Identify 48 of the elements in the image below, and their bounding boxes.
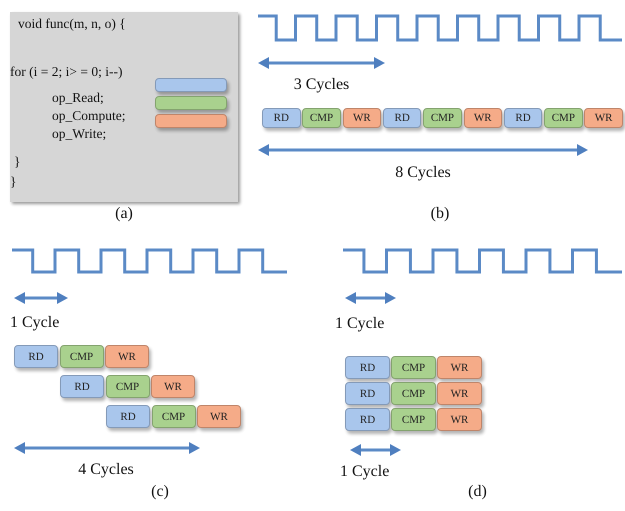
operation-block: WR <box>437 356 482 379</box>
operation-block: CMP <box>60 345 104 368</box>
operation-block: WR <box>151 375 195 398</box>
operation-block: CMP <box>302 108 341 128</box>
panel-caption: (c) <box>150 483 170 501</box>
operation-block: RD <box>345 356 390 379</box>
operation-block: RD <box>345 382 390 405</box>
operation-block: RD <box>14 345 58 368</box>
code-line: for (i = 2; i> = 0; i--) <box>10 64 122 80</box>
panel-caption: (d) <box>467 483 488 501</box>
operation-block: RD <box>382 108 422 128</box>
color-block <box>155 114 227 128</box>
color-block <box>155 96 227 110</box>
operation-block: CMP <box>391 408 436 431</box>
operation-block: WR <box>464 108 502 128</box>
operation-block: CMP <box>544 108 583 128</box>
operation-block: WR <box>437 382 482 405</box>
code-panel <box>10 12 238 202</box>
code-line: void func(m, n, o) { <box>18 16 126 32</box>
panel-caption: (b) <box>430 205 450 223</box>
panel-caption: (a) <box>114 205 134 223</box>
code-line: } <box>10 174 16 190</box>
operation-block: WR <box>584 108 623 128</box>
operation-block: CMP <box>152 405 196 428</box>
operation-block: WR <box>342 108 382 128</box>
operation-block: CMP <box>391 382 436 405</box>
dimension-label: 1 Cycle <box>340 463 390 481</box>
operation-block: RD <box>106 405 150 428</box>
operation-block: RD <box>262 108 300 128</box>
code-line: op_Read; <box>52 90 104 106</box>
dimension-label: 1 Cycle <box>10 314 60 332</box>
code-line: } <box>14 154 20 170</box>
dimension-label: 3 Cycles <box>292 76 350 94</box>
operation-block: RD <box>345 408 390 431</box>
operation-block: WR <box>197 405 241 428</box>
operation-block: WR <box>437 408 482 431</box>
operation-block: RD <box>60 375 104 398</box>
code-line: op_Write; <box>52 126 106 142</box>
operation-block: CMP <box>106 375 150 398</box>
operation-block: CMP <box>423 108 462 128</box>
color-block <box>155 78 227 92</box>
dimension-label: 1 Cycle <box>335 315 384 333</box>
operation-block: CMP <box>391 356 436 379</box>
dimension-label: 4 Cycles <box>77 461 135 479</box>
operation-block: RD <box>504 108 542 128</box>
dimension-label: 8 Cycles <box>394 164 452 182</box>
operation-block: WR <box>105 345 149 368</box>
code-line: op_Compute; <box>52 108 126 124</box>
